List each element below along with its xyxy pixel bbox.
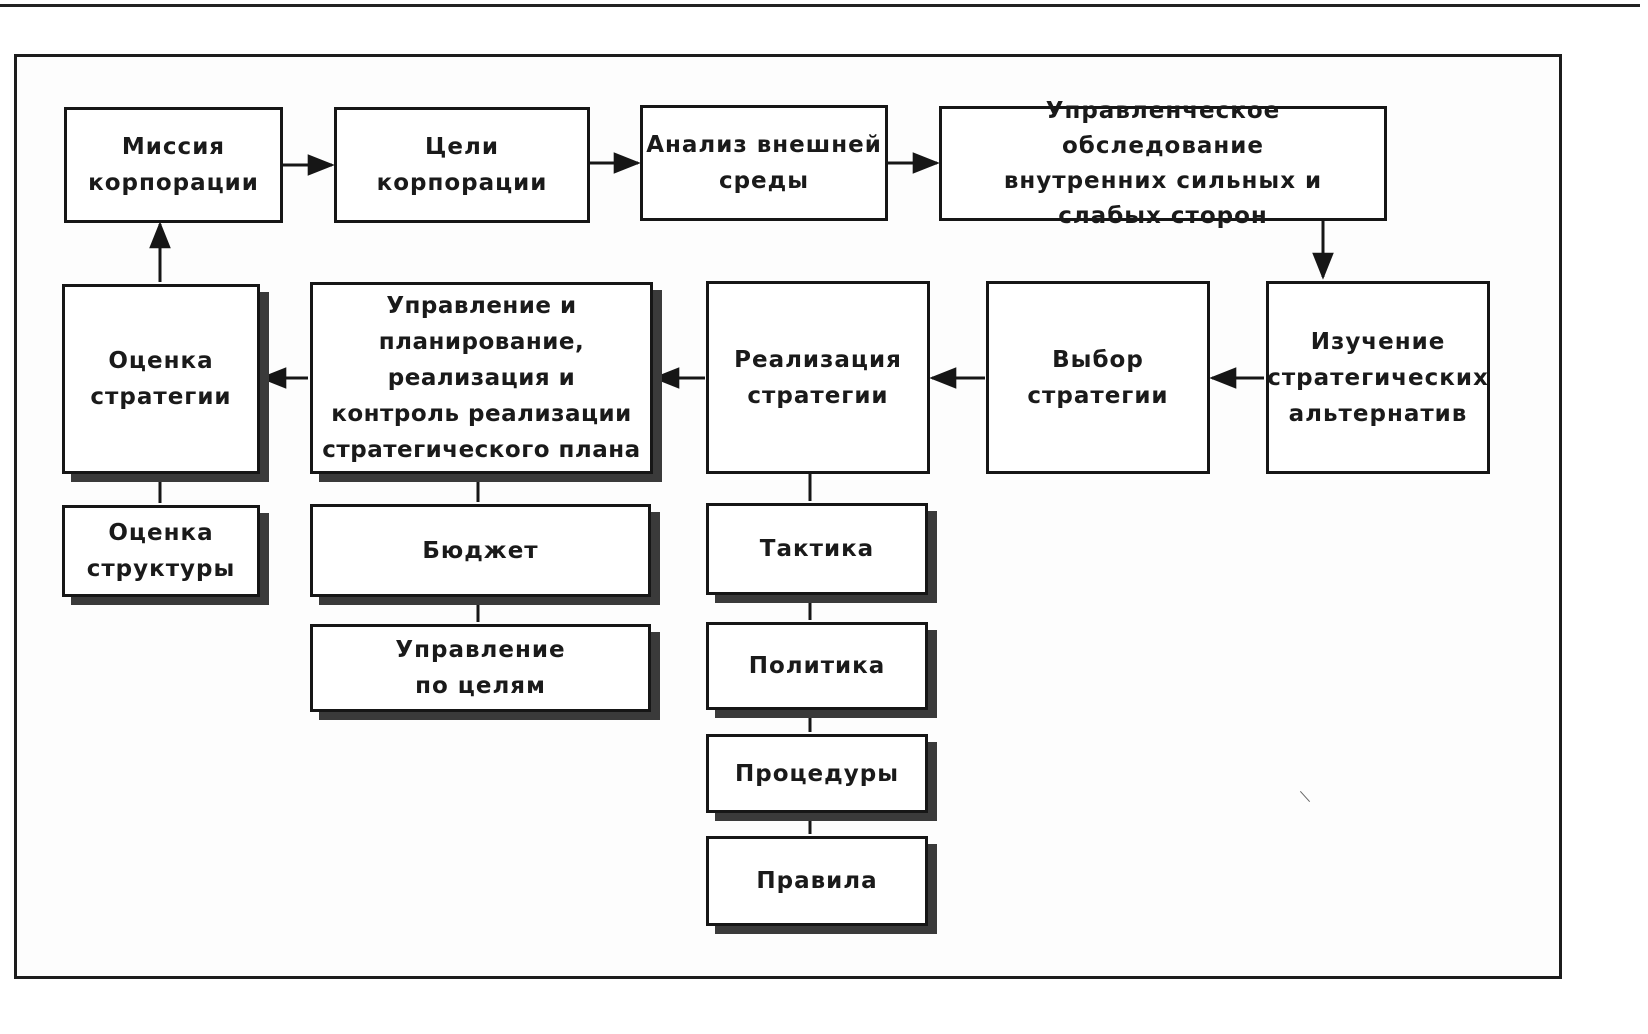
- top-rule: [0, 4, 1640, 7]
- box-policy: Политика: [706, 622, 928, 710]
- box-strategic-alternatives: Изучение стратегических альтернатив: [1266, 281, 1490, 474]
- box-procedures: Процедуры: [706, 734, 928, 813]
- box-implementation: Реализация стратегии: [706, 281, 930, 474]
- box-strategy-choice: Выбор стратегии: [986, 281, 1210, 474]
- box-external-analysis: Анализ внешней среды: [640, 105, 888, 221]
- box-management-planning: Управление и планирование, реализация и …: [310, 282, 653, 474]
- box-budget: Бюджет: [310, 504, 651, 597]
- box-structure-evaluation: Оценка структуры: [62, 505, 260, 597]
- box-internal-survey: Управленческое обследование внутренних с…: [939, 98, 1387, 229]
- box-rules: Правила: [706, 836, 928, 926]
- box-tactics: Тактика: [706, 503, 928, 595]
- box-evaluation: Оценка стратегии: [62, 284, 260, 474]
- box-goals: Цели корпорации: [334, 107, 590, 223]
- box-mission: Миссия корпорации: [64, 107, 283, 223]
- box-management-by-objectives: Управление по целям: [310, 624, 651, 712]
